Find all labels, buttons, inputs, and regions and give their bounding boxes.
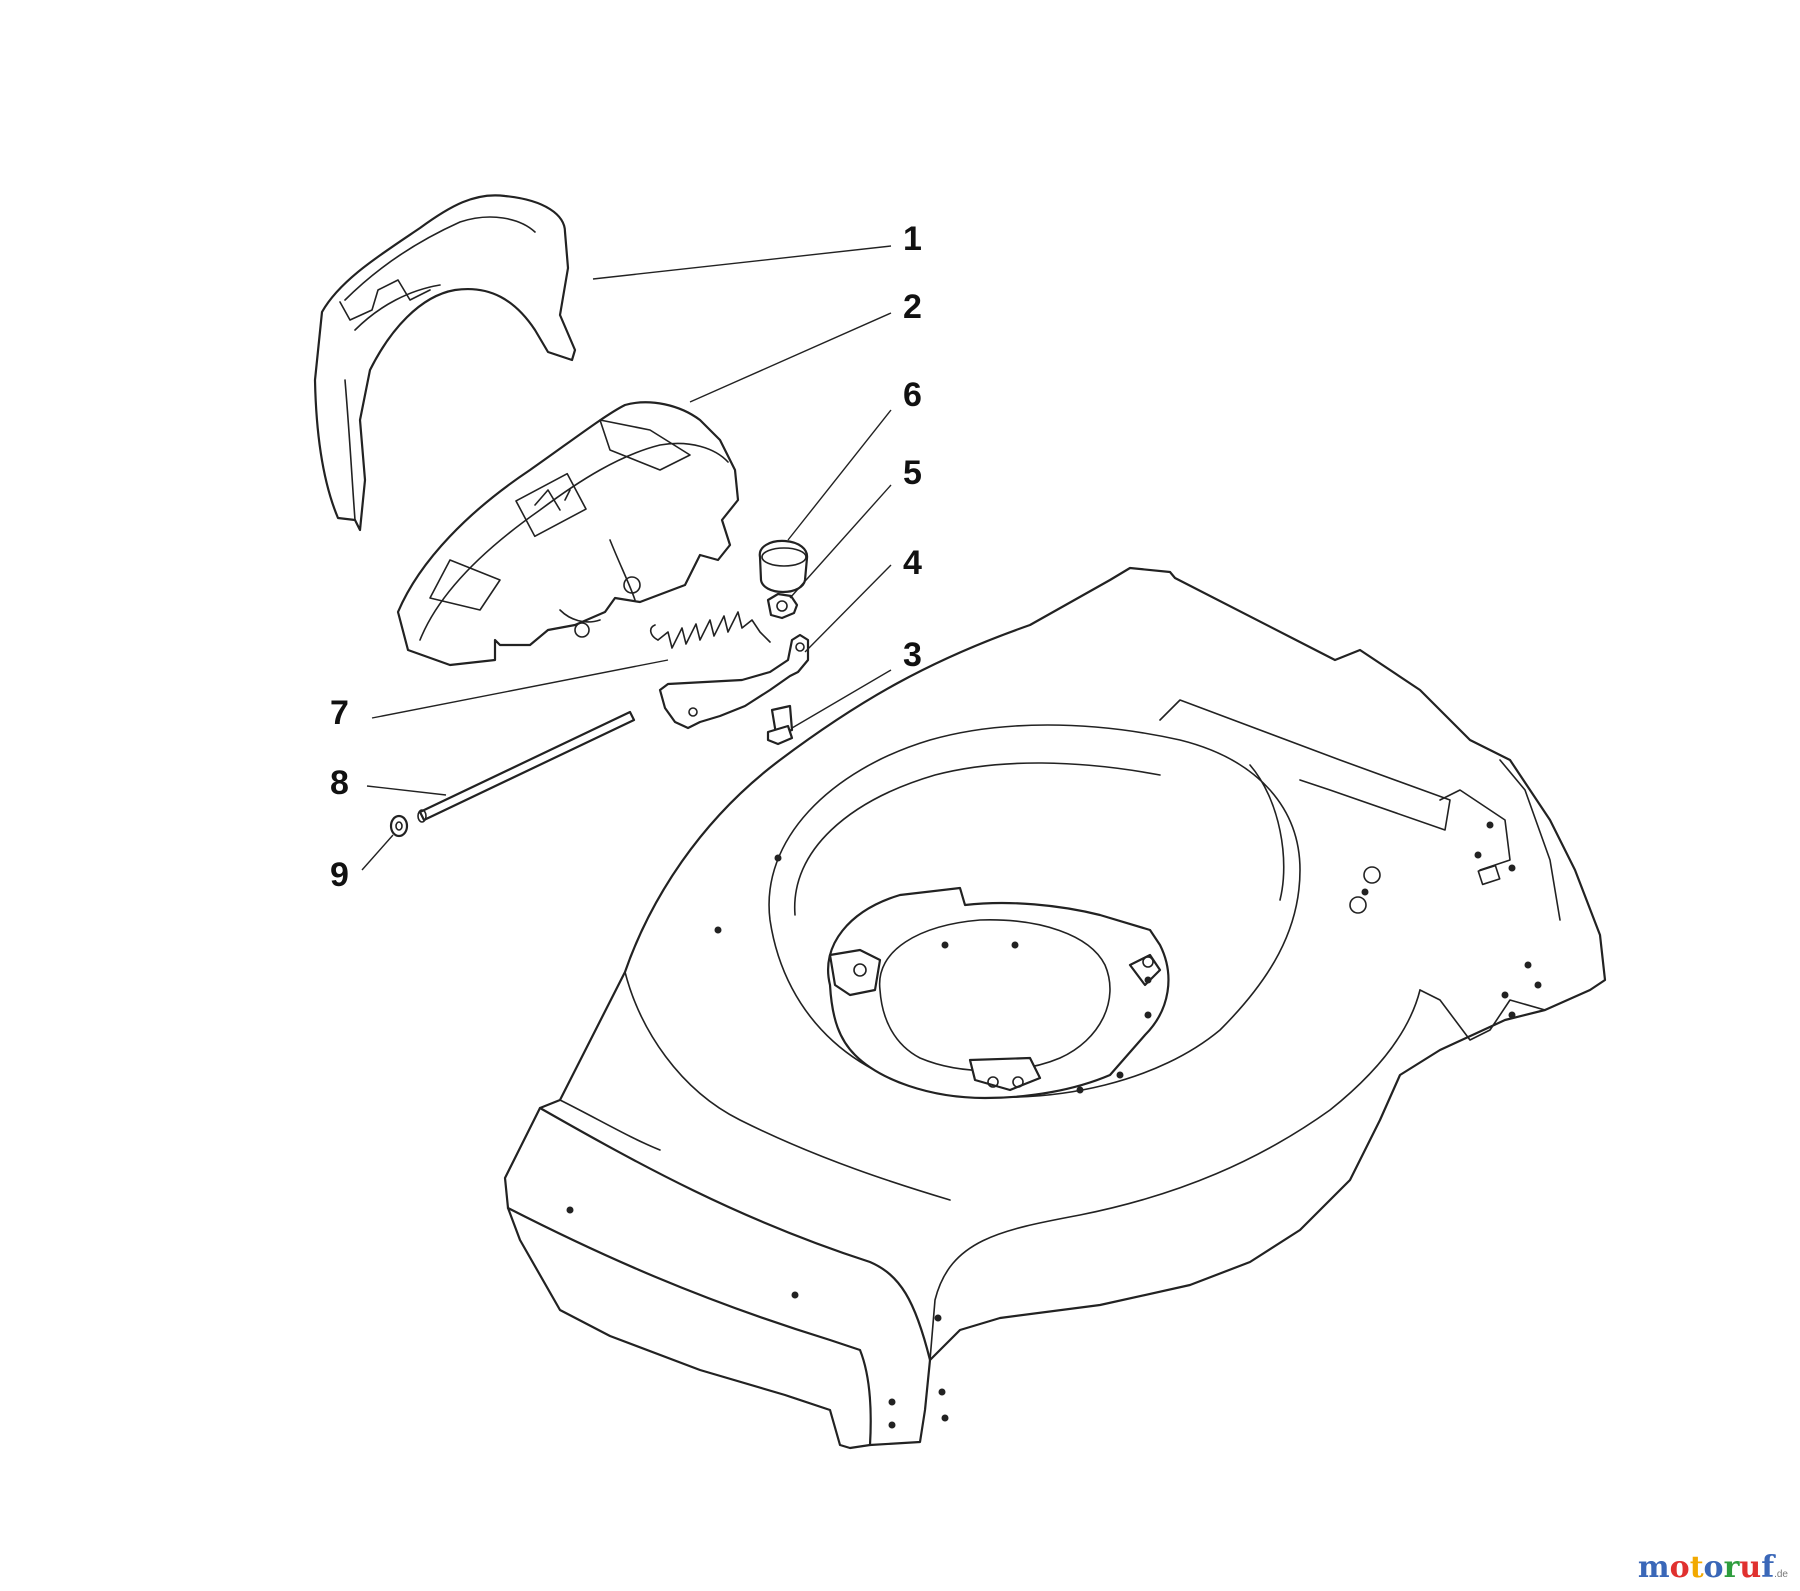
part-3-bolt	[766, 704, 794, 746]
callout-7: 7	[330, 694, 349, 732]
watermark-letter: t	[1689, 1550, 1704, 1585]
watermark-suffix: .de	[1774, 1569, 1788, 1580]
watermark-logo: motoruf.de	[1638, 1550, 1788, 1585]
part-1-rear-flap	[313, 194, 577, 532]
leader-6	[787, 409, 892, 541]
callout-4: 4	[903, 544, 922, 582]
part-8-rod	[417, 710, 636, 823]
callout-2: 2	[903, 288, 922, 326]
leader-2	[689, 312, 892, 403]
callout-9: 9	[330, 856, 349, 894]
watermark-letter: f	[1761, 1550, 1775, 1585]
watermark-letter: r	[1723, 1550, 1740, 1585]
callout-labels: 1 2 3 4 5 6 7 8 9	[330, 220, 922, 894]
leader-lines	[361, 245, 892, 871]
leader-8	[366, 785, 447, 796]
part-6-cap	[758, 539, 809, 594]
callout-6: 6	[903, 376, 922, 414]
leader-9	[361, 834, 394, 871]
mower-deck	[503, 566, 1607, 1450]
watermark-letter: m	[1637, 1550, 1670, 1585]
callout-1: 1	[903, 220, 922, 258]
watermark-letter: o	[1703, 1550, 1724, 1585]
leader-7	[371, 659, 669, 719]
part-7-spring	[649, 611, 771, 649]
part-9-washer	[389, 814, 409, 838]
part-2-cover	[396, 401, 740, 667]
callout-8: 8	[330, 764, 349, 802]
leader-4	[804, 564, 892, 653]
part-4-bracket	[658, 633, 810, 730]
leader-1	[592, 245, 892, 280]
watermark-letter: u	[1739, 1550, 1762, 1585]
leader-5	[789, 484, 892, 599]
callout-5: 5	[903, 454, 922, 492]
callout-3: 3	[903, 636, 922, 674]
part-5-nut	[766, 592, 799, 620]
leader-3	[791, 669, 892, 729]
watermark-letter: o	[1669, 1550, 1690, 1585]
